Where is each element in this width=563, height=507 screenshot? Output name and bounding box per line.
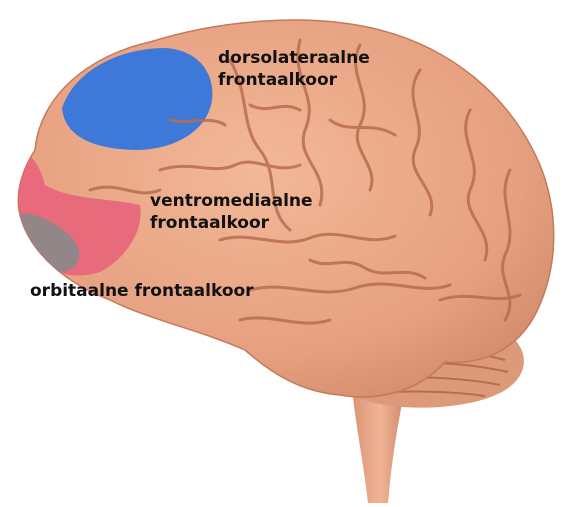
ventromedial-label-line2: frontaalkoor <box>150 212 313 234</box>
orbital-label: orbitaalne frontaalkoor <box>30 280 254 302</box>
dorsolateral-label-line1: dorsolateraalne <box>218 47 370 69</box>
ventromedial-label: ventromediaalne frontaalkoor <box>150 190 313 234</box>
dorsolateral-label-line2: frontaalkoor <box>218 69 370 91</box>
dorsolateral-label: dorsolateraalne frontaalkoor <box>218 47 370 91</box>
ventromedial-label-line1: ventromediaalne <box>150 190 313 212</box>
